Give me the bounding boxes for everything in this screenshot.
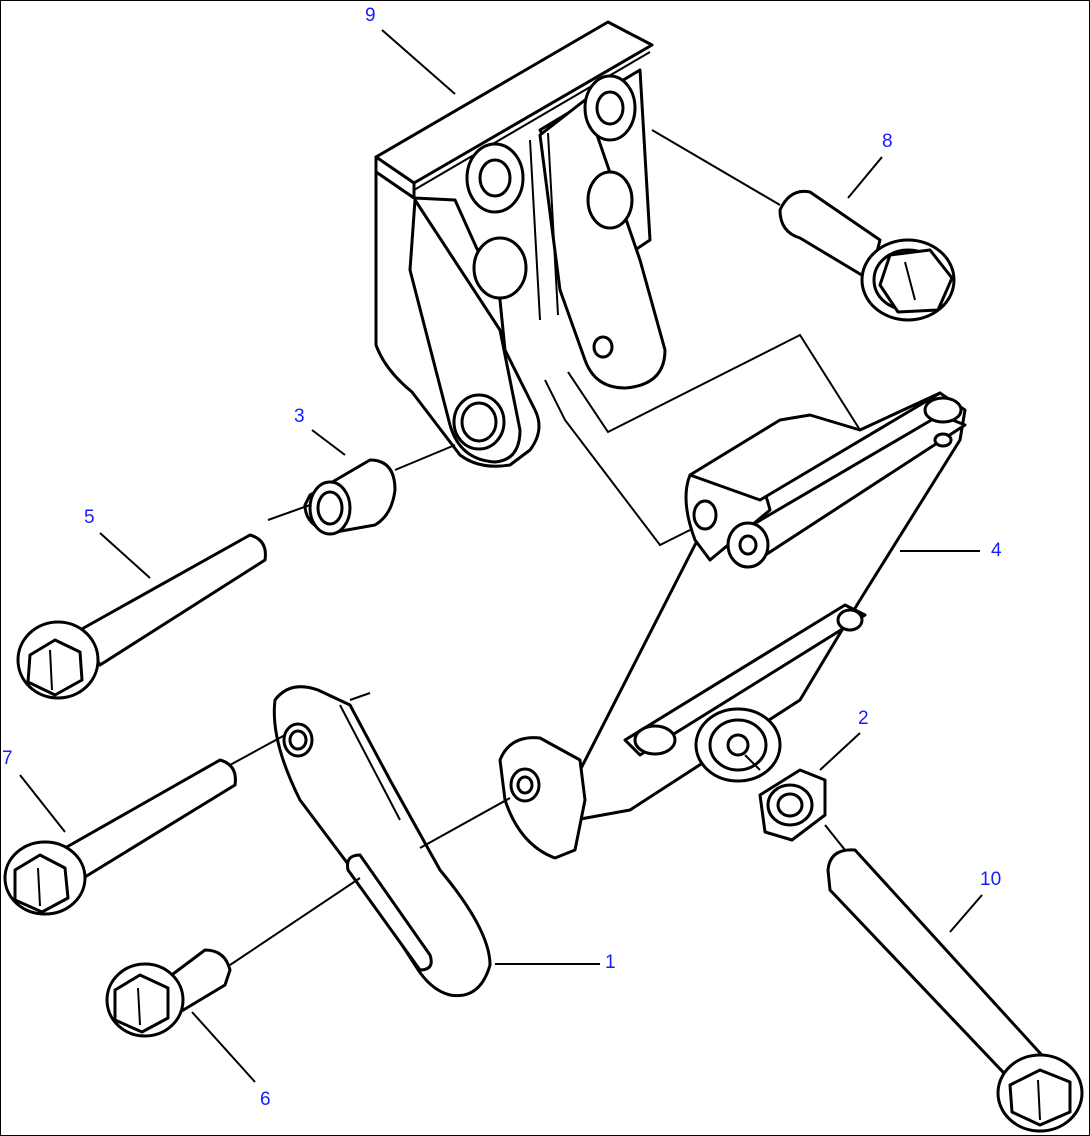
part-5-long-bolt <box>16 533 267 700</box>
assembly-centerlines <box>229 129 861 966</box>
callout-labels: 9 8 3 5 4 2 7 1 10 6 <box>2 5 1002 1110</box>
part-6-short-bolt <box>105 948 232 1038</box>
callout-10: 10 <box>980 869 1001 890</box>
part-2-nut <box>758 768 827 842</box>
callout-5: 5 <box>84 507 95 528</box>
part-4-plate-bracket <box>498 391 967 860</box>
callout-6: 6 <box>260 1089 271 1110</box>
callout-4: 4 <box>991 540 1002 561</box>
callout-9: 9 <box>365 5 376 26</box>
part-1-slotted-link <box>272 685 492 998</box>
callout-8: 8 <box>882 131 893 152</box>
callout-7: 7 <box>2 748 13 769</box>
callout-leaders <box>19 29 983 1083</box>
callout-1: 1 <box>605 952 616 973</box>
part-7-long-bolt <box>3 758 237 916</box>
part-8-short-bolt <box>778 189 956 322</box>
part-10-long-bolt <box>826 848 1084 1133</box>
callout-3: 3 <box>294 406 305 427</box>
callout-2: 2 <box>858 708 869 729</box>
part-3-spacer-sleeve <box>303 458 397 536</box>
part-9-mount-bracket <box>374 20 667 468</box>
